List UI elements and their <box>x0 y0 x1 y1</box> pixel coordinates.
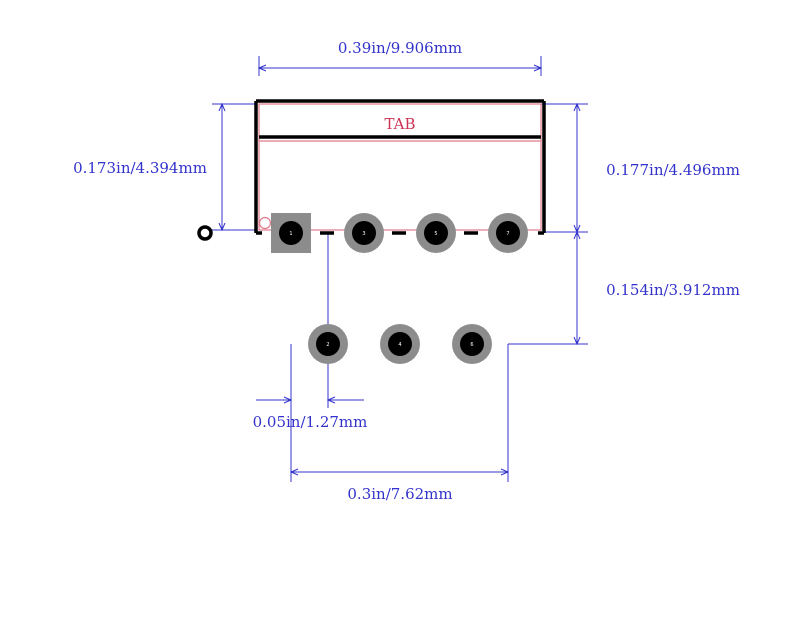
left-height-dimension <box>212 102 256 232</box>
body-outline <box>254 99 546 235</box>
drill-hole <box>279 221 303 245</box>
row-spacing-dimension <box>508 230 588 346</box>
pad-pin-5[interactable]: 5 <box>416 213 456 253</box>
width-dimension <box>257 56 543 76</box>
pin-number: 5 <box>434 231 437 237</box>
pin-number: 6 <box>470 342 473 348</box>
courtyard-outline <box>258 103 542 231</box>
left-height-label: 0.173in/4.394mm <box>73 159 207 177</box>
pad-pin-6[interactable]: 6 <box>452 324 492 364</box>
pin-number: 7 <box>506 231 509 237</box>
pad-pin-2[interactable]: 2 <box>308 324 348 364</box>
drill-hole <box>424 221 448 245</box>
pin-number: 1 <box>289 231 292 237</box>
row-span-label: 0.3in/7.62mm <box>347 485 452 503</box>
pad-pin-3[interactable]: 3 <box>344 213 384 253</box>
pin-offset-dimension <box>256 232 364 482</box>
row-span-dimension <box>289 344 510 482</box>
row-spacing-label: 0.154in/3.912mm <box>606 281 740 299</box>
pad-pin-1[interactable]: 1 <box>271 213 311 253</box>
width-label: 0.39in/9.906mm <box>338 39 462 57</box>
tab-label: TAB <box>384 115 415 133</box>
pin-number: 4 <box>398 342 401 348</box>
pin-number: 2 <box>326 342 329 348</box>
drill-hole <box>496 221 520 245</box>
pad-pin-7[interactable]: 7 <box>488 213 528 253</box>
pad-pin-4[interactable]: 4 <box>380 324 420 364</box>
pin1-marker-circle <box>258 216 272 230</box>
pin-number: 3 <box>362 231 365 237</box>
drill-hole <box>316 332 340 356</box>
pin-offset-label: 0.05in/1.27mm <box>253 413 368 431</box>
drill-hole <box>388 332 412 356</box>
drill-hole <box>352 221 376 245</box>
right-height-label: 0.177in/4.496mm <box>606 161 740 179</box>
right-height-dimension <box>508 102 588 234</box>
drill-hole <box>460 332 484 356</box>
pin1-indicator-dot <box>197 225 213 241</box>
